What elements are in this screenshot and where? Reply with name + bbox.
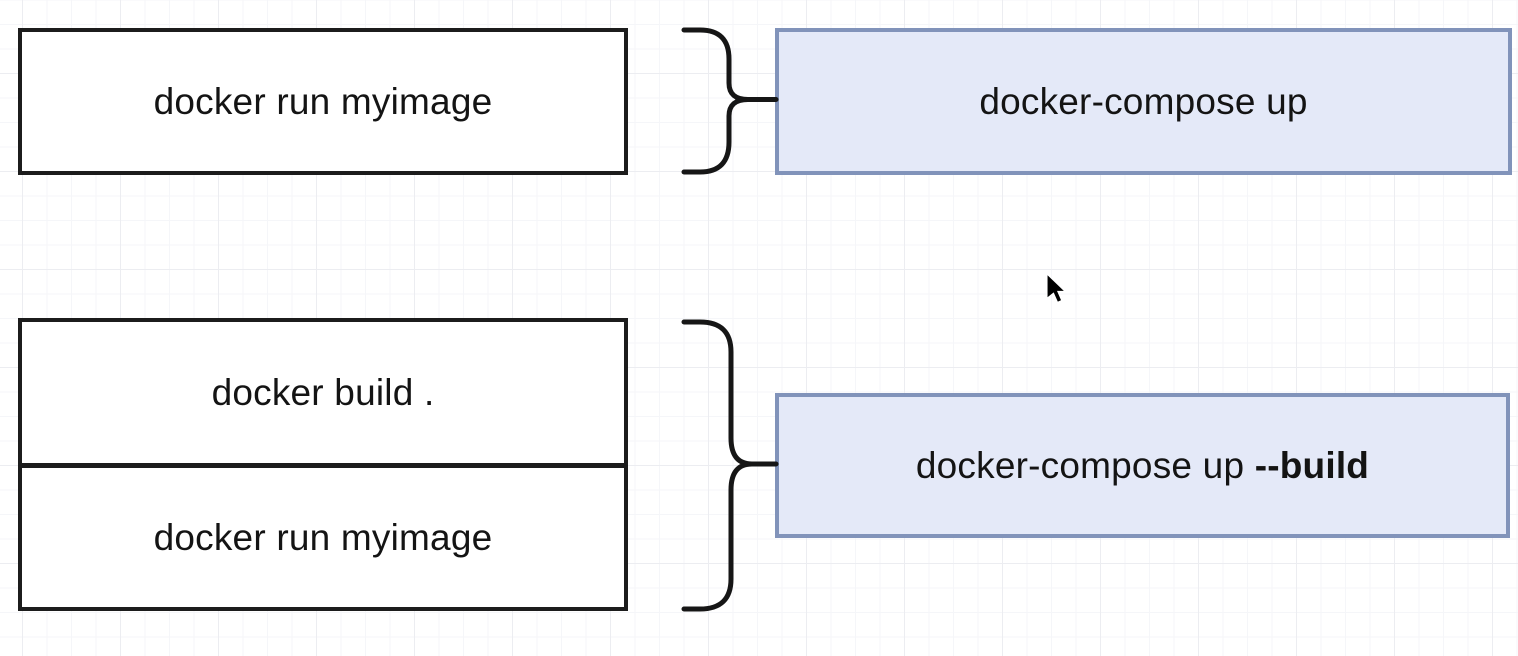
docker-compose-up-build-text: docker-compose up bbox=[915, 444, 1255, 486]
docker-compose-up-build-bold-text: --build bbox=[1254, 444, 1370, 486]
docker-compose-up-build-box: docker-compose up --build bbox=[775, 393, 1510, 538]
curly-brace-bottom-icon bbox=[681, 319, 779, 612]
docker-build-run-stack: docker build . docker run myimage bbox=[18, 318, 628, 611]
docker-build-box: docker build . bbox=[22, 322, 624, 468]
docker-compose-up-build-label: docker-compose up --build bbox=[916, 445, 1369, 487]
docker-build-label: docker build . bbox=[211, 371, 435, 413]
docker-run-box-2: docker run myimage bbox=[22, 468, 624, 607]
docker-compose-up-label: docker-compose up bbox=[979, 81, 1307, 123]
docker-run-label: docker run myimage bbox=[153, 80, 493, 122]
docker-run-label-2: docker run myimage bbox=[153, 516, 493, 558]
mouse-cursor-icon bbox=[1046, 272, 1067, 304]
docker-compose-up-text: docker-compose up bbox=[979, 80, 1308, 122]
docker-compose-up-box: docker-compose up bbox=[775, 28, 1512, 175]
docker-run-box: docker run myimage bbox=[18, 28, 628, 175]
curly-brace-top-icon bbox=[681, 27, 779, 175]
